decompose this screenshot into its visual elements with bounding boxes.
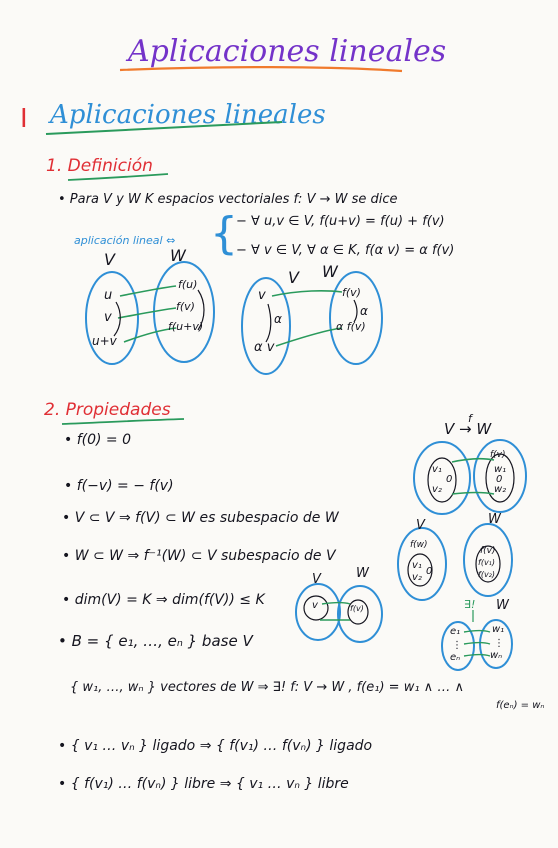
side-w-item: 0 [496, 474, 503, 485]
diagram2-left-label: V [288, 268, 299, 287]
side-basis-left: ⋮ [452, 640, 462, 651]
side-basis-left: eₙ [450, 652, 461, 663]
side-basis-right: wₙ [490, 650, 503, 661]
definicion-brace: { [210, 208, 238, 259]
diagram2-left-item: α [274, 312, 282, 326]
side-sub2-item: f(v₁) [478, 558, 495, 567]
side-sub2-item: f(v₂) [478, 570, 495, 579]
prop-item: • f(0) = 0 [64, 432, 132, 448]
definicion-label: aplicación lineal ⇔ [74, 234, 176, 247]
side-exist-label: ∃! [464, 598, 476, 611]
side-v-item: 0 [446, 474, 453, 485]
diagram1-left-item: v [104, 310, 112, 325]
side-w-item: w₁ [494, 464, 507, 475]
prop-item: { w₁, …, wₙ } vectores de W ⇒ ∃! f: V → … [70, 680, 464, 695]
diagram1-right-item: f(u) [178, 278, 198, 291]
prop-item: • f(−v) = − f(v) [64, 478, 174, 494]
side-sub1-item: v₁ [412, 560, 422, 571]
side-f-label: f [468, 412, 472, 425]
side-v-item: v₁ [432, 464, 442, 475]
side-sub1-item: 0 [426, 566, 433, 577]
diagram1-left-label: V [104, 250, 115, 269]
definicion-cond1: − ∀ u,v ∈ V, f(u+v) = f(u) + f(v) [236, 214, 445, 229]
side-w-item: w₂ [494, 484, 507, 495]
side-small-right: f(v) [350, 604, 364, 613]
side-v-item: v₂ [432, 484, 442, 495]
prop-item: • V ⊂ V ⇒ f(V) ⊂ W es subespacio de W [62, 510, 339, 526]
propiedades-heading: 2. Propiedades [44, 400, 171, 420]
side-w-label: W [488, 512, 501, 527]
diagram1-right-item: f(v) [176, 300, 195, 313]
diagram1-right-item: f(u+v) [168, 320, 204, 333]
diagram2-right-item: f(v) [342, 286, 361, 299]
page-title: Aplicaciones lineales [128, 34, 447, 69]
diagram1-left-item: u [104, 288, 113, 303]
prop-item: • W ⊂ W ⇒ f⁻¹(W) ⊂ V subespacio de V [62, 548, 336, 564]
definicion-heading: 1. Definición [46, 156, 153, 176]
definicion-cond2: − ∀ v ∈ V, ∀ α ∈ K, f(α v) = α f(v) [236, 243, 455, 258]
diagram1-right-label: W [170, 246, 186, 265]
side-sub2-item: f(v) [480, 546, 496, 556]
side-basis-w-label: W [496, 598, 509, 613]
section-numeral: I [20, 104, 28, 134]
prop-item: f(eₙ) = wₙ [496, 700, 545, 711]
side-w-item: f(v) [490, 450, 506, 460]
definicion-intro: • Para V y W K espacios vectoriales f: V… [58, 192, 398, 207]
prop-item: • { f(v₁) … f(vₙ) } libre ⇒ { v₁ … vₙ } … [58, 776, 349, 792]
diagram2-right-item: α f(v) [336, 320, 366, 333]
diagram2-left-item: v [258, 288, 266, 303]
side-small-v-label: V [312, 572, 321, 587]
prop-item: • B = { e₁, …, eₙ } base V [58, 632, 253, 650]
side-basis-right: ⋮ [494, 638, 504, 649]
side-small-w-label: W [356, 566, 369, 581]
side-basis-left: e₁ [450, 626, 461, 637]
diagram2-left-item: α v [254, 340, 275, 355]
diagram1-left-item: u+v [92, 334, 117, 348]
prop-item: • { v₁ … vₙ } ligado ⇒ { f(v₁) … f(vₙ) }… [58, 738, 373, 754]
diagram2-right-item: α [360, 304, 368, 318]
section-title: Aplicaciones lineales [50, 100, 326, 130]
side-v-label: V [416, 518, 425, 533]
prop-item: • dim(V) = K ⇒ dim(f(V)) ≤ K [62, 592, 265, 608]
side-basis-right: w₁ [492, 624, 505, 635]
side-sub1-item: v₂ [412, 572, 422, 583]
side-small-left: v [312, 600, 318, 611]
side-sub1-item: f(w) [410, 540, 428, 550]
side-map-label: V → W [444, 420, 492, 438]
diagram2-right-label: W [322, 262, 338, 281]
